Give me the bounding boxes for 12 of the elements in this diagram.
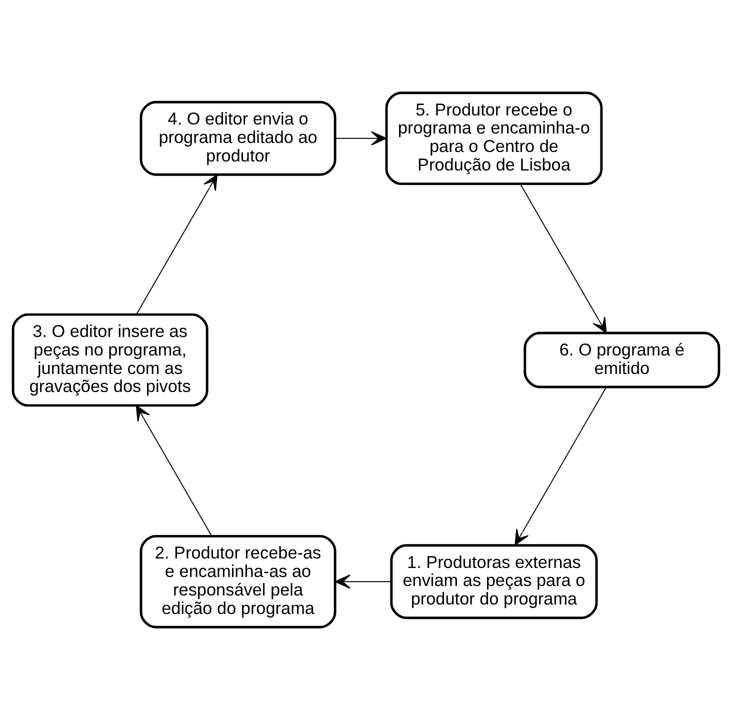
arrow [334, 574, 392, 588]
arrow [334, 130, 387, 145]
node-box: 2. Produtor recebe-as e encaminha-as ao responsável pela edição do programa [140, 534, 336, 628]
arrow [520, 183, 607, 333]
arrow [136, 174, 218, 314]
arrow [514, 386, 607, 546]
node-box: 4. O editor envia o programa editado ao produtor [140, 100, 336, 176]
node-box: 1. Produtoras externas enviam as peças para o produtor do programa [390, 544, 598, 619]
node-box: 6. O programa é emitido [524, 331, 720, 388]
node-box: 3. O editor insere as peças no programa, juntamente com as gravações dos pivots [12, 312, 208, 406]
node-box: 5. Produtor recebe o programa e encaminha-o para o Centro de Produção de Lisboa [385, 91, 603, 185]
arrow [136, 404, 212, 536]
